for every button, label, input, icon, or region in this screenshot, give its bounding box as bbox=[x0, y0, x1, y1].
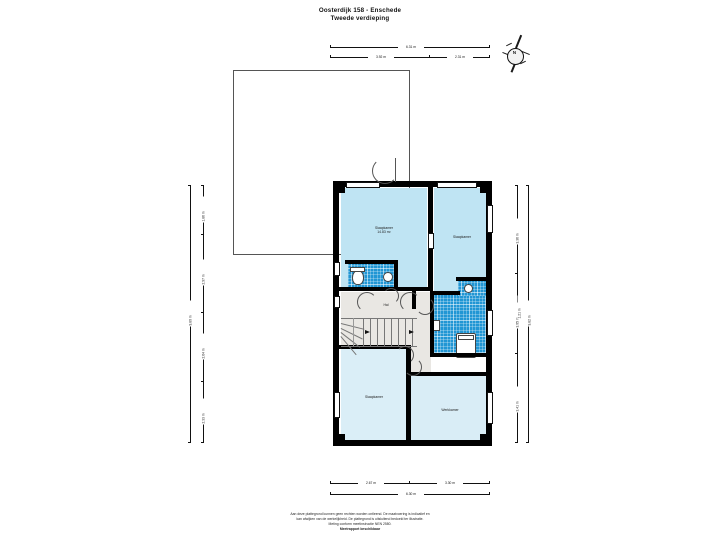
wall-corner-bl bbox=[333, 434, 345, 446]
wall-interior-hal-right bbox=[412, 291, 416, 309]
staircase bbox=[340, 318, 417, 355]
wall-interior-bath-left bbox=[430, 291, 434, 357]
wall-interior-bed3-right bbox=[406, 345, 411, 444]
wall-interior-toilet-right bbox=[394, 260, 398, 290]
plan-title-floor: Tweede verdieping bbox=[330, 15, 390, 22]
wall-interior-bed3-top bbox=[339, 345, 411, 349]
label-werkkamer: Werkkamer bbox=[425, 408, 475, 412]
dim-tick bbox=[200, 381, 204, 382]
wall-exterior-left bbox=[333, 181, 339, 446]
dim-bottom-outer-label: 6.30 m bbox=[398, 491, 424, 497]
dim-tick bbox=[525, 442, 529, 443]
dim-tick bbox=[187, 185, 191, 186]
dim-tick bbox=[489, 44, 490, 48]
wall-interior-werkkamer-top bbox=[408, 372, 488, 376]
footer-measurement-report: Meetrapport beschikbaar bbox=[339, 527, 381, 531]
wall-corner-tr bbox=[480, 181, 492, 193]
wall-exterior-bottom bbox=[333, 440, 492, 446]
window-top-right[interactable] bbox=[437, 182, 477, 188]
label-slaapkamer-3-name: Slaapkamer bbox=[364, 395, 384, 399]
window-left-upper[interactable] bbox=[334, 262, 340, 276]
dim-tick bbox=[330, 54, 331, 58]
footer-disclaimer-line-1: Aan deze plattegrond kunnen geen rechten… bbox=[290, 512, 430, 516]
label-slaapkamer-1-name: Slaapkamer bbox=[374, 226, 394, 230]
dim-tick bbox=[187, 442, 191, 443]
door-bathroom-sweep[interactable] bbox=[416, 297, 434, 315]
dim-left-inner-line bbox=[203, 185, 204, 443]
door-terrace-sweep[interactable] bbox=[372, 158, 398, 184]
dim-top-inner-label-2: 2.31 m bbox=[447, 54, 473, 60]
dim-top-inner-line bbox=[330, 57, 490, 58]
wall-interior-bath-neck-top bbox=[456, 277, 490, 281]
dim-tick bbox=[409, 480, 410, 484]
dim-tick bbox=[200, 312, 204, 313]
compass-north-label: N bbox=[512, 50, 517, 55]
compass-disc bbox=[507, 48, 524, 65]
dim-tick bbox=[330, 44, 331, 48]
room-slaapkamer-3 bbox=[341, 348, 408, 440]
window-left-mid[interactable] bbox=[334, 296, 340, 308]
dim-tick bbox=[514, 442, 518, 443]
dim-tick bbox=[489, 491, 490, 495]
window-right-mid[interactable] bbox=[487, 310, 493, 336]
dim-tick bbox=[525, 185, 529, 186]
washbasin-left bbox=[383, 272, 393, 282]
window-top-left[interactable] bbox=[346, 182, 380, 188]
toilet-cistern bbox=[350, 267, 365, 272]
door-werkkamer-sweep[interactable] bbox=[404, 358, 422, 376]
toilet-fixture bbox=[352, 270, 364, 285]
window-interior-slot[interactable] bbox=[428, 233, 434, 249]
window-right-lower[interactable] bbox=[487, 392, 493, 424]
label-hal: Hal bbox=[363, 303, 409, 307]
dim-tick bbox=[200, 234, 204, 235]
label-slaapkamer-1-area: 14.83 m² bbox=[377, 230, 391, 235]
dim-bottom-inner-label-1: 2.67 m bbox=[358, 480, 384, 486]
dim-tick bbox=[514, 273, 518, 274]
wetroom-bathroom-right bbox=[434, 294, 490, 356]
dim-tick bbox=[429, 54, 430, 58]
dim-tick bbox=[200, 442, 204, 443]
door-bed1-hal-sweep[interactable] bbox=[357, 292, 377, 312]
room-slaapkamer-1-ext bbox=[341, 188, 395, 274]
label-slaapkamer-1: Slaapkamer 14.83 m² bbox=[356, 226, 412, 235]
label-slaapkamer-2-name: Slaapkamer bbox=[452, 235, 472, 239]
dim-tick bbox=[514, 353, 518, 354]
plan-title-address: Oosterdijk 158 - Enschede bbox=[318, 7, 402, 14]
dim-tick bbox=[330, 480, 331, 484]
wall-interior-hal-top bbox=[339, 287, 431, 291]
wall-interior-toilet-top bbox=[345, 260, 397, 264]
wall-exterior-top bbox=[333, 181, 492, 187]
bathtub-tap bbox=[458, 335, 474, 340]
window-right-upper[interactable] bbox=[487, 205, 493, 233]
label-slaapkamer-2: Slaapkamer bbox=[434, 235, 490, 239]
wall-corner-tl bbox=[333, 181, 345, 193]
dim-tick bbox=[489, 54, 490, 58]
wall-interior-bath-top bbox=[430, 291, 460, 295]
door-toilet-sweep[interactable] bbox=[383, 288, 399, 304]
dim-top-inner-label-1: 3.92 m bbox=[368, 54, 394, 60]
dim-bottom-inner-label-2: 3.30 m bbox=[437, 480, 463, 486]
window-left-lower[interactable] bbox=[334, 392, 340, 418]
dim-tick bbox=[489, 480, 490, 484]
dim-tick bbox=[330, 491, 331, 495]
dim-tick bbox=[514, 185, 518, 186]
footer-disclaimer-line-3: Meting conform meetinstructie NEN 2580. bbox=[328, 522, 392, 526]
label-werkkamer-name: Werkkamer bbox=[441, 408, 459, 412]
dim-bottom-inner-line bbox=[330, 483, 490, 484]
label-hal-name: Hal bbox=[383, 303, 389, 307]
footer-disclaimer-line-2: kan afwijken van de werkelijkheid. De pl… bbox=[296, 517, 424, 521]
wall-corner-br bbox=[480, 434, 492, 446]
washbasin-right bbox=[464, 284, 473, 293]
dim-tick bbox=[200, 185, 204, 186]
door-terrace-leaf[interactable] bbox=[395, 158, 396, 182]
dim-top-outer-label: 6.31 m bbox=[398, 44, 424, 50]
compass-rose: N bbox=[497, 32, 537, 74]
wall-interior-bath-bottom bbox=[430, 353, 490, 357]
room-werkkamer bbox=[410, 376, 490, 440]
label-slaapkamer-3: Slaapkamer bbox=[349, 395, 399, 399]
